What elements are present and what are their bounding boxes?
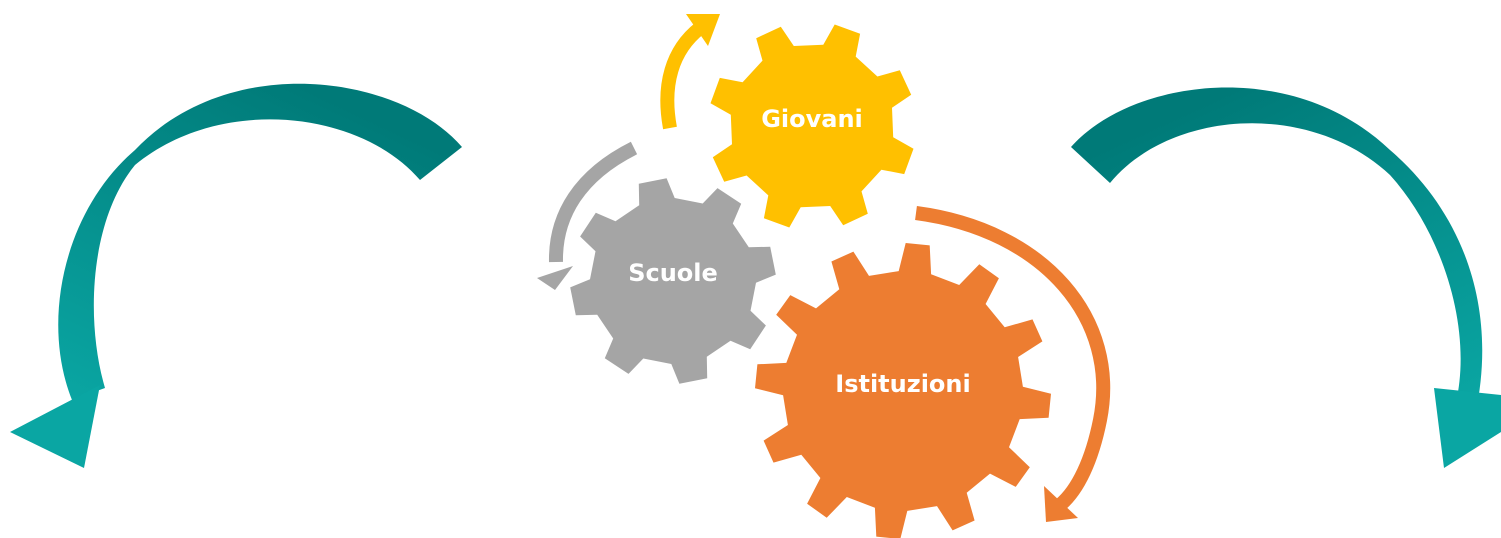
istituzioni-cycle-arrow-head (1044, 486, 1078, 522)
left-arrow-head (10, 385, 100, 468)
gear-giovani: Giovani (710, 24, 914, 228)
gear-istituzioni-label: Istituzioni (835, 370, 970, 398)
gear-scuole-label: Scuole (628, 259, 718, 287)
gear-giovani-shape (710, 24, 914, 228)
right-curved-arrow (1071, 87, 1501, 468)
istituzioni-cycle-arrow (915, 206, 1111, 511)
gear-giovani-label: Giovani (761, 105, 863, 133)
gear-scuole: Scuole (570, 178, 776, 384)
left-arrow-body (58, 83, 462, 401)
left-curved-arrow (10, 83, 462, 468)
scuole-cycle-arrow (548, 141, 638, 263)
gear-scuole-shape (570, 178, 776, 384)
right-arrow-head (1434, 388, 1501, 468)
scuole-cycle-arrow-head (537, 266, 573, 290)
giovani-cycle-arrow (660, 22, 705, 130)
gear-istituzioni: Istituzioni (755, 243, 1051, 538)
right-arrow-body (1071, 87, 1483, 400)
gear-istituzioni-shape (755, 243, 1051, 538)
giovani-cycle-arrow-head (686, 14, 720, 46)
